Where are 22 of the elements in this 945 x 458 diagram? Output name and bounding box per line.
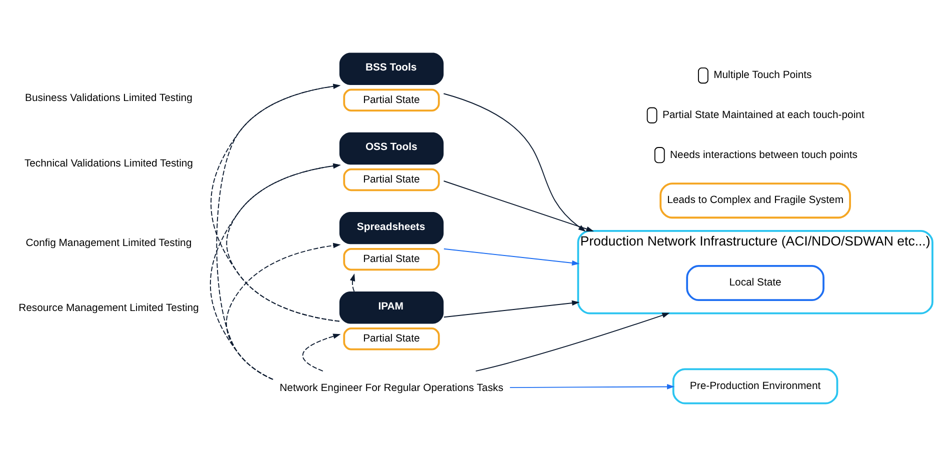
arrow [443,180,594,232]
arrow [226,163,341,322]
connector [216,85,340,380]
arrow [443,93,586,232]
node-box: Pre-Production Environment [672,368,838,404]
label: Resource Management Limited Testing [18,303,199,314]
legend-label: Partial State Maintained at each touch-point [662,110,864,121]
node-box: Local State [686,265,824,301]
arrow [509,384,675,390]
arrow [226,242,341,380]
node-box: Leads to Complex and Fragile System [660,182,851,219]
arrow [475,312,670,372]
arrow [443,300,580,318]
node-text: Network Engineer For Regular Operations Tasks [280,382,504,394]
label: Technical Validations Limited Testing [24,158,193,170]
arrow [350,273,356,292]
legend-label: Needs interactions between touch points [670,150,858,161]
arrow [210,163,341,380]
label: Config Management Limited Testing [26,238,192,249]
label: Business Validations Limited Testing [25,92,192,104]
arrow [302,334,341,372]
legend-label: Multiple Touch Points [714,70,812,82]
